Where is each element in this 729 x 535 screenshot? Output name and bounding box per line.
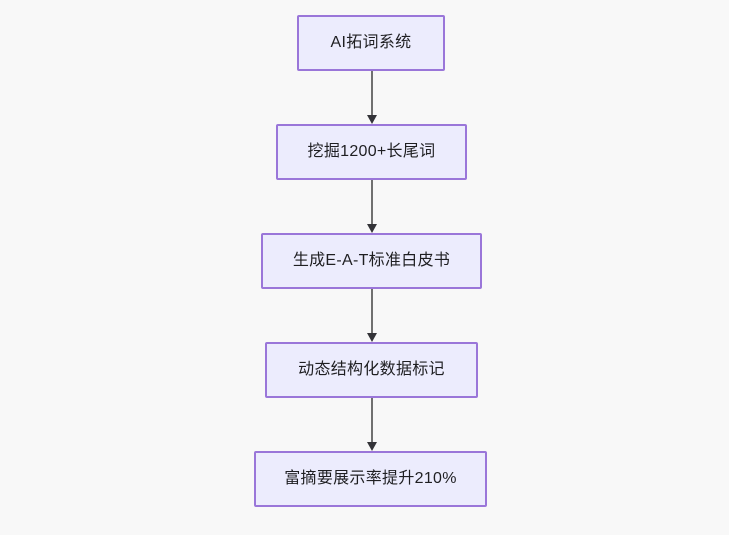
edge-line: [371, 180, 373, 225]
edge-line: [371, 398, 373, 443]
flow-node-structured-data-markup[interactable]: 动态结构化数据标记: [265, 342, 478, 398]
flow-node-label: AI拓词系统: [330, 34, 412, 52]
flow-node-ai-keyword-system[interactable]: AI拓词系统: [297, 15, 445, 71]
flow-node-eat-whitepaper[interactable]: 生成E-A-T标准白皮书: [261, 233, 482, 289]
arrow-head-icon: [367, 115, 377, 124]
flow-node-label: 挖掘1200+长尾词: [307, 143, 436, 161]
flow-node-label: 生成E-A-T标准白皮书: [292, 252, 451, 270]
edge-line: [371, 71, 373, 116]
edge-line: [371, 289, 373, 334]
flow-node-label: 动态结构化数据标记: [298, 361, 445, 379]
flow-node-label: 富摘要展示率提升210%: [284, 470, 457, 488]
arrow-head-icon: [367, 224, 377, 233]
arrow-head-icon: [367, 442, 377, 451]
flow-node-rich-snippet-result[interactable]: 富摘要展示率提升210%: [254, 451, 487, 507]
flow-node-longtail-mining[interactable]: 挖掘1200+长尾词: [276, 124, 467, 180]
arrow-head-icon: [367, 333, 377, 342]
